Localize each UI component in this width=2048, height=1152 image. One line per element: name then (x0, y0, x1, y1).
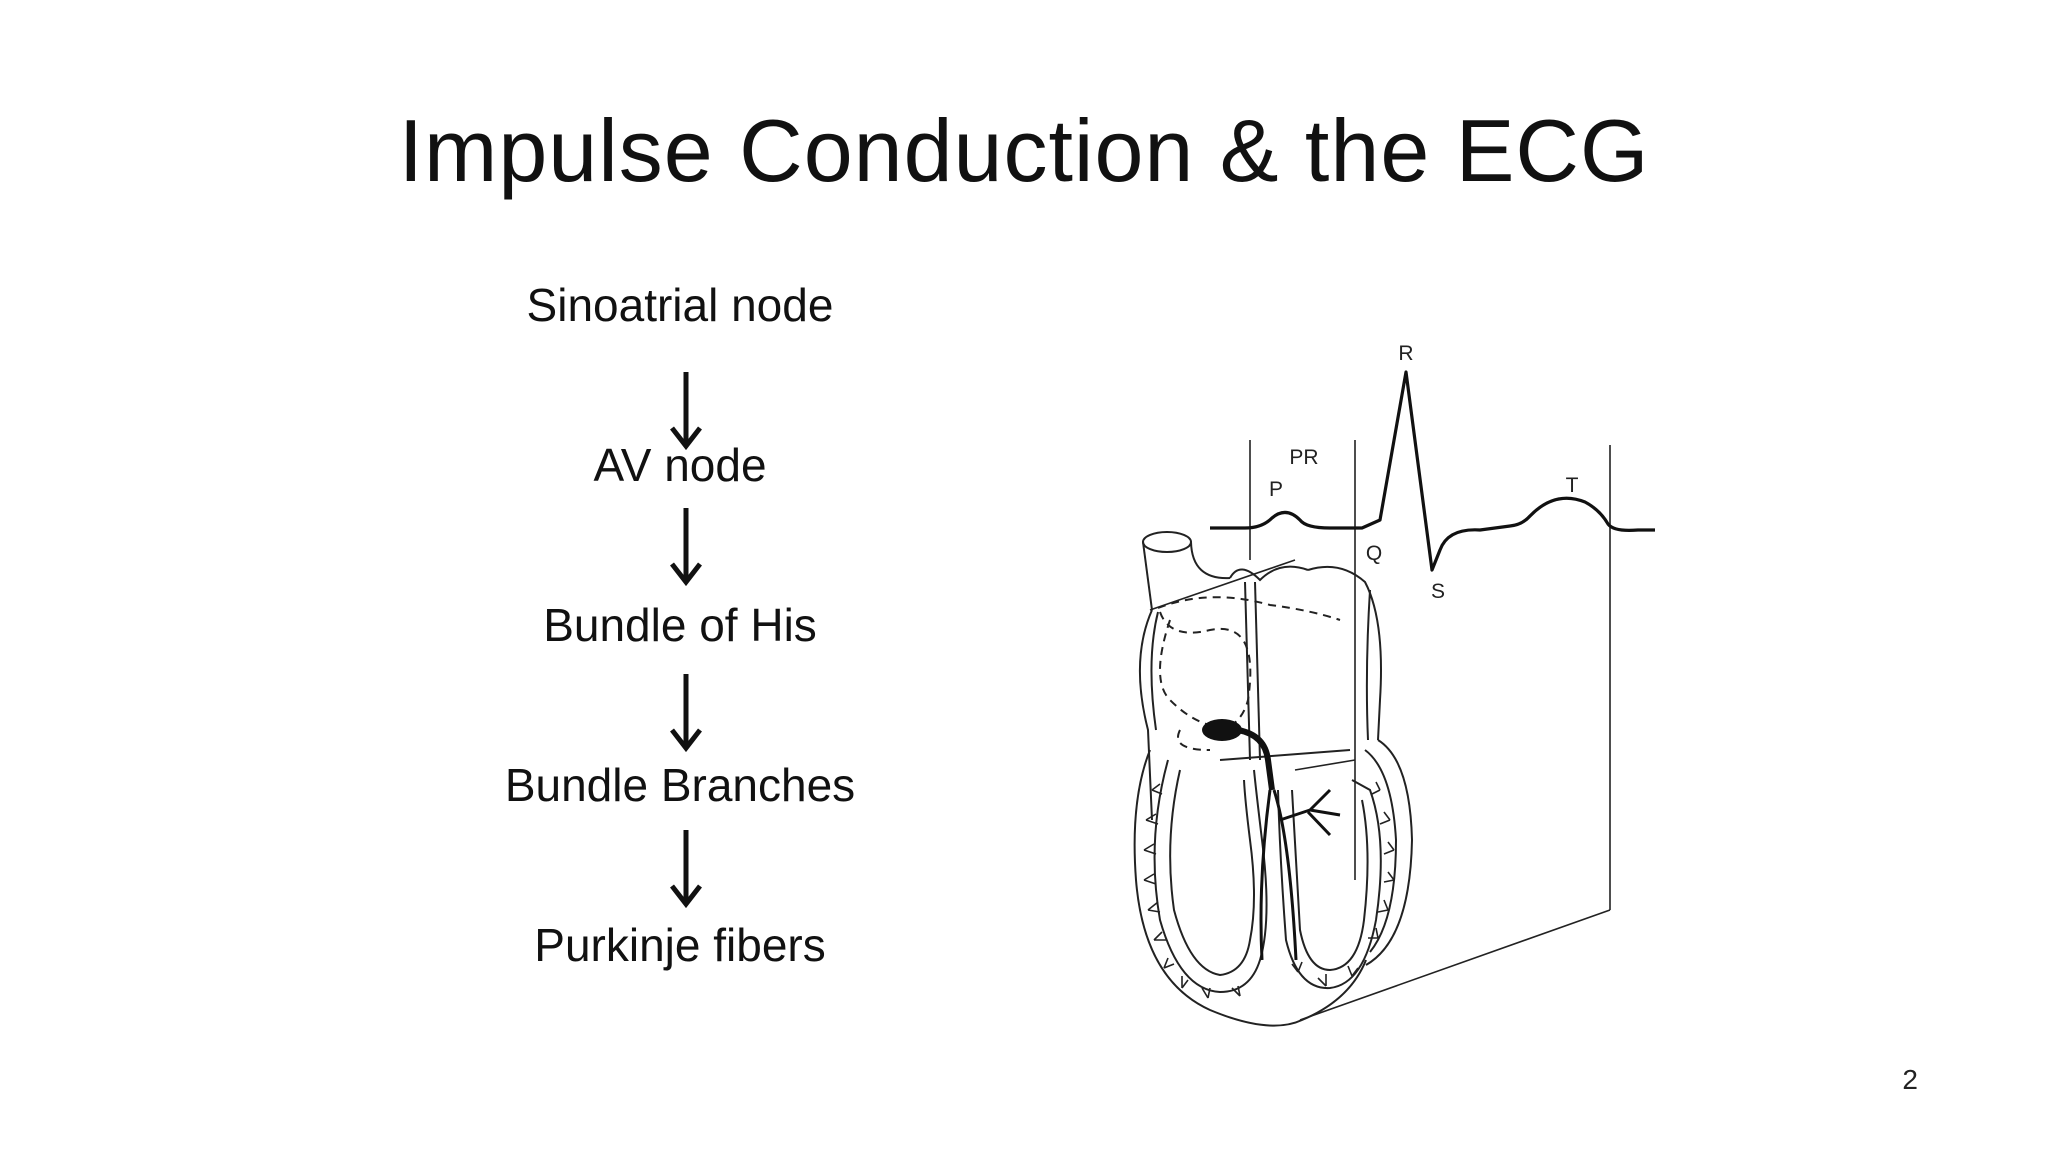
ecg-trace (1210, 370, 1655, 572)
down-arrow-icon (670, 830, 702, 909)
page-number: 2 (1902, 1064, 1918, 1095)
projection-lines (1149, 440, 1611, 1021)
step-purkinje-fibers: Purkinje fibers (534, 919, 826, 971)
internodal-pathways (1157, 596, 1341, 751)
down-arrow-icon (670, 372, 702, 451)
down-arrow-icon (670, 674, 702, 753)
step-av-node: AV node (593, 439, 767, 491)
ecg-label-r: R (1398, 342, 1413, 365)
av-node-marker (1202, 719, 1242, 741)
step-bundle-of-his: Bundle of His (543, 599, 817, 651)
step-sinoatrial-node: Sinoatrial node (526, 279, 834, 331)
bundle-of-his (1237, 727, 1275, 791)
ventricles (1133, 739, 1414, 1027)
step-bundle-branches: Bundle Branches (504, 759, 856, 811)
down-arrow-icon (670, 508, 702, 587)
heart-ecg-diagram: R PR P Q S T (1133, 342, 1655, 1027)
ecg-label-pr: PR (1289, 446, 1318, 469)
ecg-label-p: P (1269, 478, 1283, 501)
heart-outline (1138, 531, 1382, 821)
bundle-branches (1259, 788, 1341, 961)
conduction-pathway: Sinoatrial node AV node Bundle of His Bu… (430, 270, 930, 990)
purkinje-fibers (1143, 781, 1395, 999)
slide-title: Impulse Conduction & the ECG (398, 101, 1650, 200)
ecg-label-s: S (1431, 580, 1445, 603)
ecg-label-q: Q (1366, 542, 1382, 565)
ecg-label-t: T (1566, 474, 1579, 497)
